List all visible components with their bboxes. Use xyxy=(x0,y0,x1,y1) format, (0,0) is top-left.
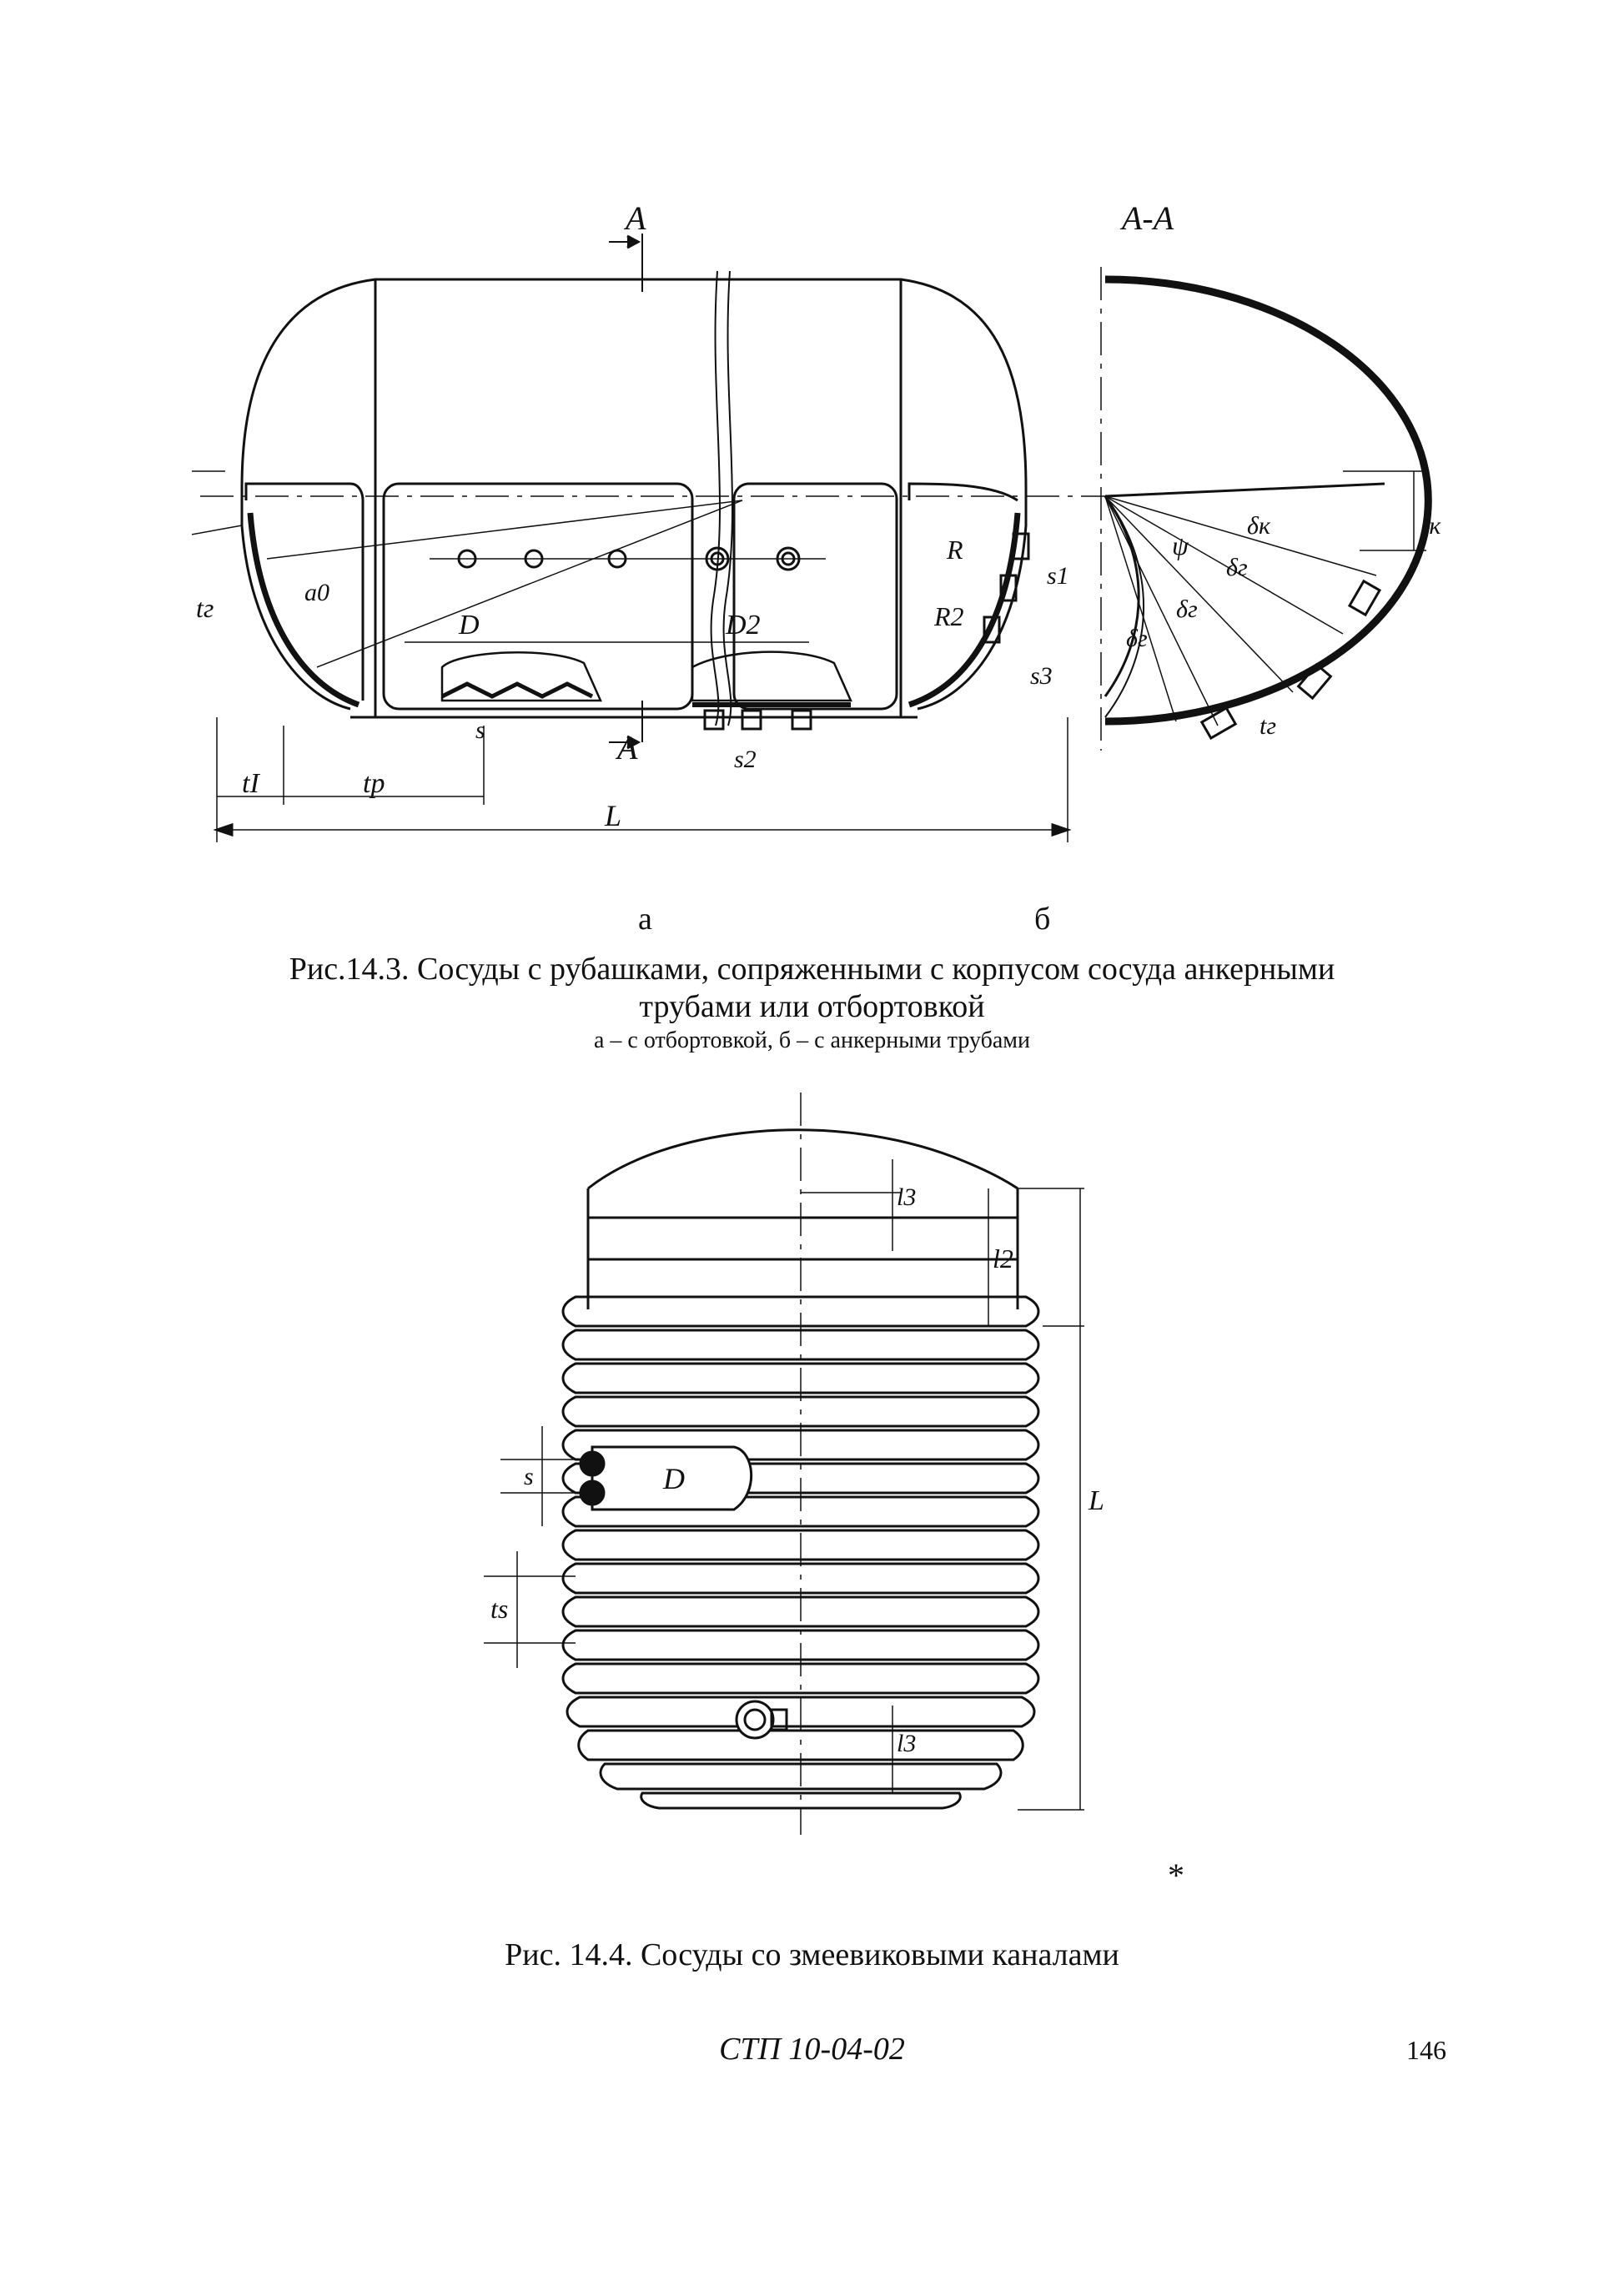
cut-label-top: А xyxy=(623,199,646,237)
dim-delta-r-3: δг xyxy=(1126,625,1148,652)
section-aa-outer-shell xyxy=(1104,275,1432,726)
dim-psi: ψ xyxy=(1172,530,1189,560)
dim-s2: s2 xyxy=(734,746,757,773)
dim-L: L xyxy=(604,799,621,832)
dim-s: s xyxy=(475,716,485,744)
page-number: 146 xyxy=(1406,2035,1446,2065)
dim-R2: R2 xyxy=(933,601,964,631)
figure-14-3-subcaption: а – с отбортовкой, б – с анкерными труба… xyxy=(594,1027,1030,1053)
dim-s-coil: s xyxy=(524,1463,534,1490)
dim-D2: D2 xyxy=(725,610,761,641)
dim-l2: l2 xyxy=(993,1243,1013,1274)
dim-tk-section: tк xyxy=(1422,512,1441,540)
vessel-bottom-left xyxy=(240,488,351,711)
dim-L-coil: L xyxy=(1088,1485,1104,1516)
dim-tr: tг xyxy=(196,593,214,623)
vessel-outline xyxy=(240,278,1028,489)
dim-R: R xyxy=(946,535,963,565)
cut-label-bottom: А xyxy=(615,729,638,766)
dim-D: D xyxy=(458,610,480,641)
dim-delta-r-2: δг xyxy=(1176,595,1198,623)
dim-tr-section: tг xyxy=(1259,712,1276,740)
dim-D-coil: D xyxy=(662,1462,685,1495)
figure-14-3-caption-line2: трубами или отбортовкой xyxy=(639,989,985,1024)
section-label: А-А xyxy=(1119,199,1174,237)
vessel-bottom-right xyxy=(917,488,1028,711)
figure-14-4-drawing: l3 l2 L s D ts l3 xyxy=(484,1093,1104,1835)
dim-a0: a0 xyxy=(304,579,329,606)
figure-14-3-caption-line1: Рис.14.3. Сосуды с рубашками, сопряженны… xyxy=(289,952,1335,987)
dim-l3-bottom: l3 xyxy=(897,1730,916,1757)
dim-s1: s1 xyxy=(1047,562,1069,590)
coil-rings xyxy=(561,1295,1040,1810)
dim-delta-k: δк xyxy=(1247,512,1271,540)
sublabel-a: а xyxy=(638,902,652,937)
sublabel-b: б xyxy=(1034,902,1051,937)
dim-s3: s3 xyxy=(1030,662,1053,690)
dim-ts: ts xyxy=(490,1594,508,1624)
figure-14-3-drawing: А А-А А tк tг a0 D D2 s s2 R R2 s1 s3 tI… xyxy=(192,199,1441,842)
asterisk-mark: * xyxy=(1168,1856,1184,1894)
figure-14-4-caption: Рис. 14.4. Сосуды со змеевиковыми канала… xyxy=(505,1937,1119,1972)
dim-l3-top: l3 xyxy=(897,1183,916,1211)
dim-delta-r-1: δг xyxy=(1226,554,1248,581)
footer-doc-code: СТП 10-04-02 xyxy=(719,2032,905,2067)
dim-t1: tI xyxy=(242,768,260,799)
dim-tp: tр xyxy=(363,768,385,799)
